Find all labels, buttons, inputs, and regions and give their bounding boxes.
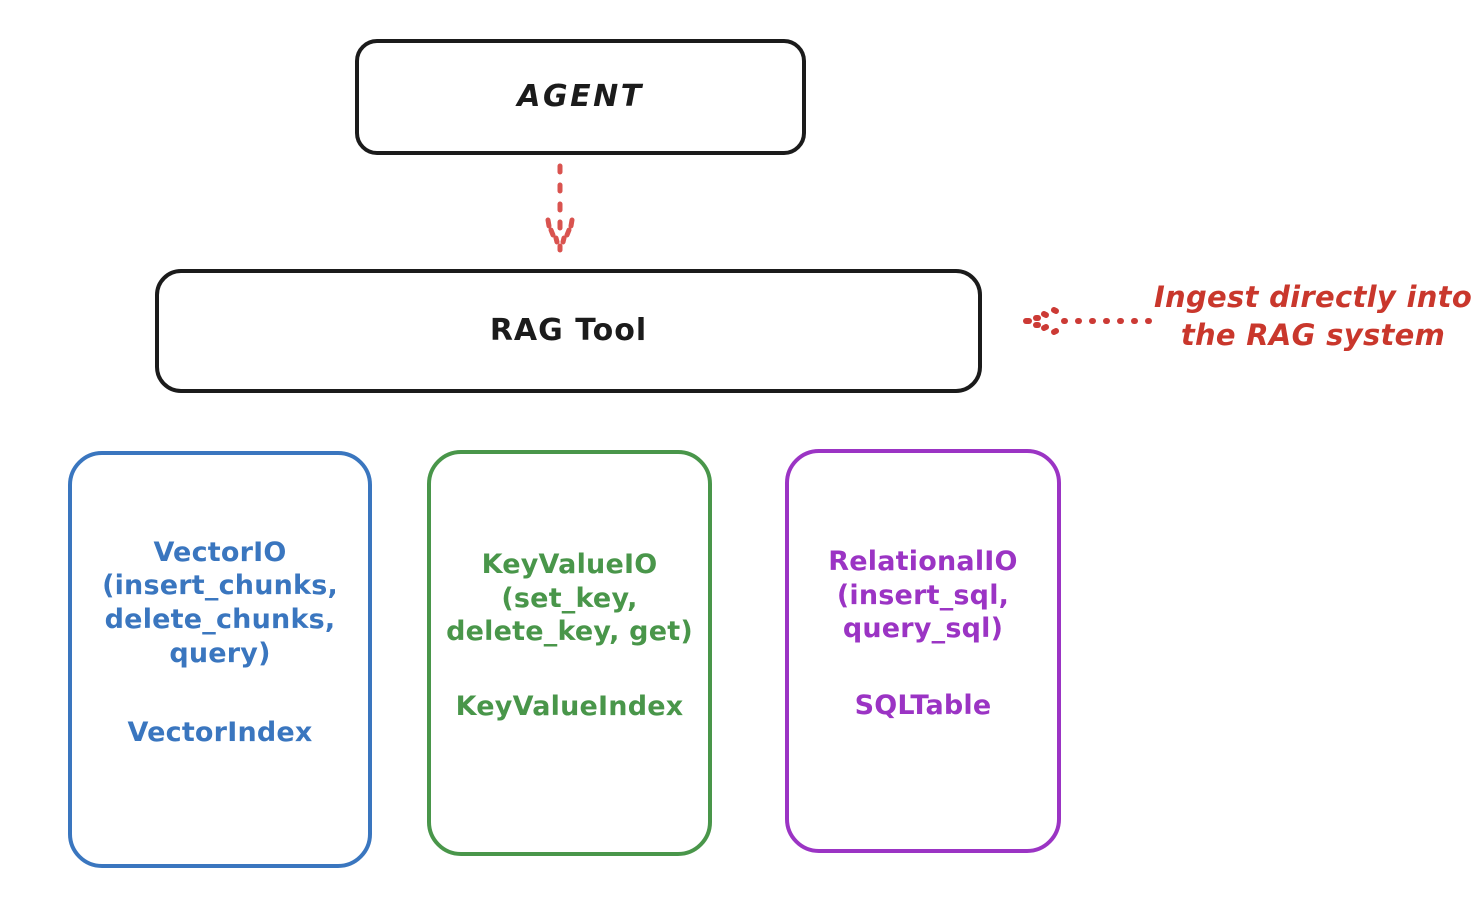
dotted-down-arrow-icon [545,163,575,253]
node-relational-io[interactable]: RelationalIO (insert_sql, query_sql) SQL… [785,449,1061,853]
node-relational-io-signature: RelationalIO (insert_sql, query_sql) [828,545,1018,645]
node-agent[interactable]: AGENT [355,39,806,155]
node-agent-label: AGENT [517,79,644,115]
node-key-value-io[interactable]: KeyValueIO (set_key, delete_key, get) Ke… [427,450,712,856]
node-relational-io-index: SQLTable [854,690,992,722]
node-rag-tool[interactable]: RAG Tool [155,269,982,393]
ingest-annotation-text: Ingest directly into the RAG system [1153,280,1473,352]
node-vector-io[interactable]: VectorIO (insert_chunks, delete_chunks, … [68,451,372,868]
dotted-left-arrow-icon [1023,307,1152,335]
node-key-value-io-index: KeyValueIndex [455,691,684,723]
node-key-value-io-signature: KeyValueIO (set_key, delete_key, get) [446,548,693,648]
node-vector-io-index: VectorIndex [127,716,313,748]
node-vector-io-signature: VectorIO (insert_chunks, delete_chunks, … [102,536,338,669]
node-rag-tool-label: RAG Tool [489,313,648,349]
